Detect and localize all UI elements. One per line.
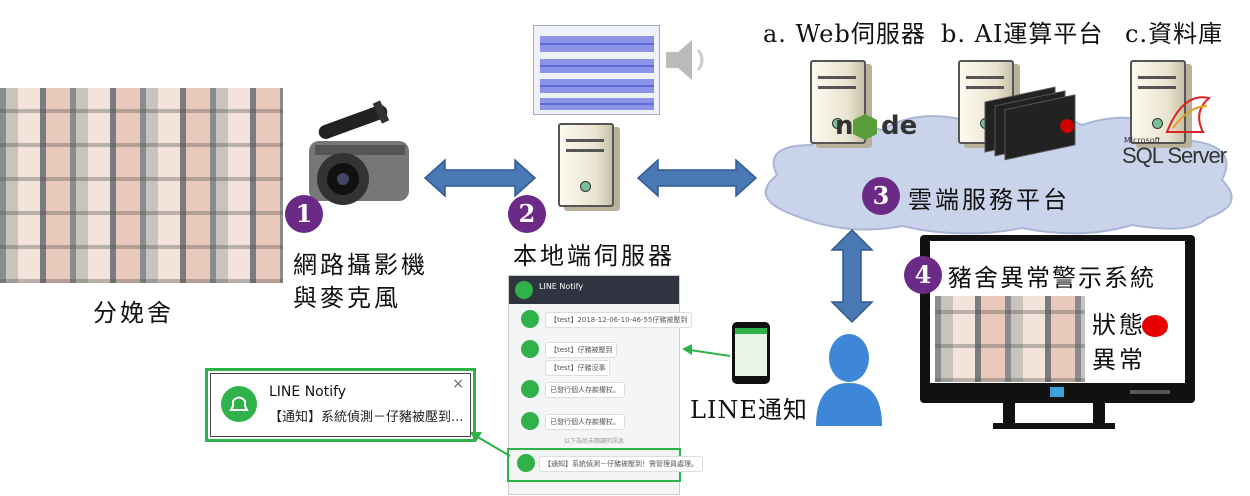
camera-label-line2: 與麥克風 [293, 284, 401, 312]
web-server-label: a. Web伺服器 [763, 20, 926, 48]
line-message-item: 已發行個人存款權杖。 [521, 412, 671, 434]
line-message-item: 已發行個人存款權杖。 [521, 380, 671, 402]
step-4-badge: 4 [904, 256, 942, 294]
audio-waveform-image [533, 25, 660, 115]
line-notify-label: LINE通知 [690, 396, 808, 424]
notification-message: 【通知】系統偵測－仔豬被壓到... [269, 410, 464, 425]
line-notify-window: LINE Notify 【test】2018-12-06-10-46-55仔豬被… [507, 275, 703, 495]
farrowing-house-photo [0, 88, 283, 283]
ai-platform-label: b. AI運算平台 [941, 20, 1104, 48]
notification-app-name: LINE Notify [269, 384, 347, 400]
svg-text:de: de [881, 111, 917, 141]
monitor-stand [993, 403, 1115, 429]
local-server-icon [558, 123, 614, 207]
camera-icon [295, 95, 415, 215]
line-window-header: LINE Notify [509, 276, 679, 304]
speaker-icon [662, 38, 712, 86]
line-message-highlighted: 【通知】系統偵測－仔豬被壓到！需管理員處理。 [507, 448, 703, 482]
nodejs-logo: n de [835, 108, 917, 149]
line-message-item: 【test】仔豬被壓到 [521, 340, 671, 362]
status-indicator-dot [1142, 315, 1168, 337]
bidirectional-arrow-camera-server [423, 158, 537, 198]
bidirectional-arrow-cloud-user [830, 228, 874, 324]
notification-popup: LINE Notify 【通知】系統偵測－仔豬被壓到... × [205, 368, 476, 442]
farrowing-house-label: 分娩舍 [93, 299, 174, 327]
svg-text:n: n [835, 111, 854, 141]
web-server-icon [810, 60, 866, 144]
step-1-badge: 1 [285, 195, 323, 233]
local-server-label: 本地端伺服器 [513, 242, 675, 270]
bell-icon [221, 386, 257, 422]
sql-server-logo-mark [1163, 92, 1213, 140]
status-label-line1: 狀態 [1092, 311, 1146, 339]
user-icon [814, 328, 884, 432]
line-window-title: LINE Notify [539, 282, 584, 291]
status-label-line2: 異常 [1092, 346, 1146, 374]
cloud-platform-label: 雲端服務平台 [908, 186, 1070, 214]
step-3-badge: 3 [862, 177, 900, 215]
line-message-item: 【test】2018-12-06-10-46-55仔豬被壓到 [521, 310, 693, 332]
line-message-item: 【test】仔豬沒事 [521, 358, 671, 380]
sql-server-logo-text: SQL Server [1122, 143, 1227, 168]
sql-server-logo-small: Microsoft [1124, 136, 1161, 145]
camera-label-line1: 網路攝影機 [293, 251, 428, 279]
bidirectional-arrow-server-cloud [636, 158, 758, 198]
database-label: c.資料庫 [1125, 20, 1224, 48]
line-unread-divider: 以下為尚未閱讀的訊息 [563, 438, 624, 445]
monitor-pig-photo [935, 296, 1085, 382]
database-server-icon [1130, 60, 1186, 144]
phone-icon [732, 322, 770, 384]
step-2-badge: 2 [508, 195, 546, 233]
close-icon[interactable]: × [452, 376, 464, 392]
gpu-cards-icon [984, 86, 1085, 166]
alert-system-title: 豬舍異常警示系統 [948, 264, 1156, 292]
green-arrow-to-popup [470, 432, 511, 457]
green-arrow-to-line-window [682, 344, 731, 357]
